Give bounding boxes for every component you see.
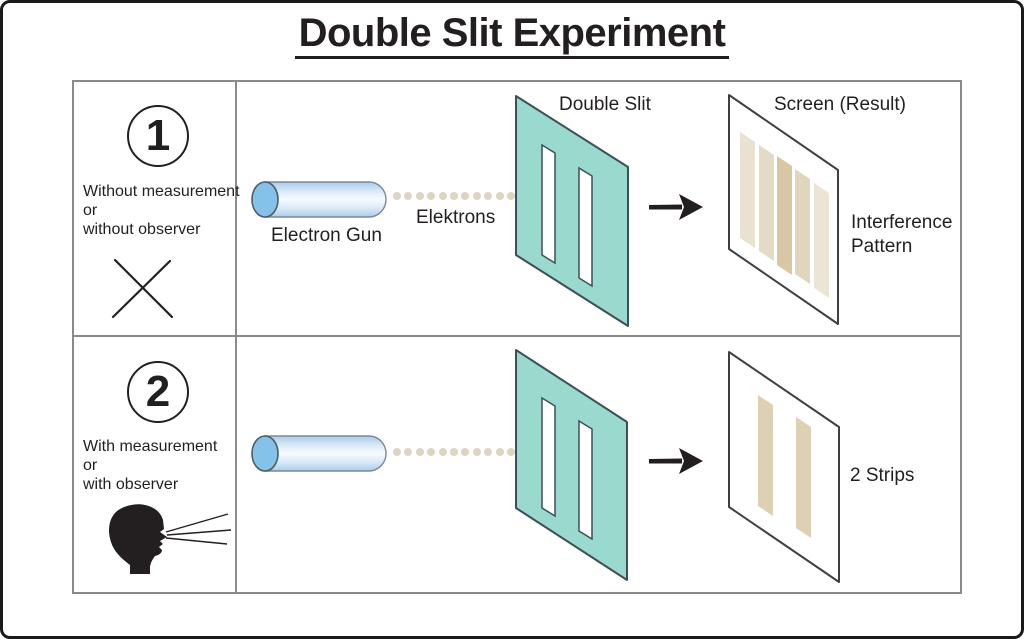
- double-slit-plate-row2: [515, 349, 628, 581]
- slit-plate: [515, 349, 628, 581]
- title-wrap: Double Slit Experiment: [3, 11, 1021, 59]
- step-number-text: 2: [145, 367, 171, 416]
- condition-row2: With measurement or with observer: [83, 437, 217, 494]
- arrow-right-icon: [649, 448, 703, 474]
- slit-opening: [541, 143, 556, 265]
- arrow-tail: [649, 458, 682, 464]
- condition-line: With measurement: [83, 438, 218, 455]
- x-mark-line: [111, 259, 172, 319]
- arrow-tail: [649, 204, 682, 210]
- electron-gun-label: Electron Gun: [271, 225, 382, 246]
- screen-row2: [728, 351, 840, 583]
- interference-strip: [740, 132, 755, 248]
- interference-strip: [777, 156, 792, 275]
- condition-line: Without measurement: [83, 183, 240, 200]
- result-strip: [796, 417, 811, 538]
- arrow-head: [679, 448, 703, 474]
- screen-result-label: Screen (Result): [774, 94, 906, 115]
- condition-line: or: [83, 202, 98, 219]
- result-strip: [758, 395, 773, 516]
- interference-strip: [795, 169, 810, 284]
- gun-cap: [251, 181, 279, 218]
- vision-lines: [165, 513, 232, 545]
- step-number-2: 2: [127, 361, 189, 423]
- observer-head-icon: [109, 504, 232, 574]
- electron-gun-row1: [251, 181, 387, 218]
- step-number-1: 1: [127, 105, 189, 167]
- two-strips-label: 2 Strips: [850, 465, 915, 486]
- gun-body: [264, 435, 387, 472]
- electron-gun-row2: [251, 435, 387, 472]
- table-grid: [72, 80, 962, 594]
- double-slit-plate-row1: [515, 95, 629, 327]
- head-silhouette: [109, 504, 167, 574]
- electron-beam-label: Elektrons: [416, 207, 496, 228]
- gun-cap: [251, 435, 279, 472]
- gun-body: [264, 181, 387, 218]
- electron-beam-row1: [393, 192, 515, 200]
- double-slit-label: Double Slit: [559, 94, 651, 115]
- arrow-right-icon: [649, 194, 703, 220]
- condition-line: with observer: [83, 476, 179, 493]
- slit-opening: [541, 396, 556, 518]
- condition-row1: Without measurement or without observer: [83, 182, 240, 239]
- arrow-head: [679, 194, 703, 220]
- interference-strip: [759, 145, 774, 261]
- condition-line: or: [83, 457, 98, 474]
- slit-opening: [578, 166, 593, 288]
- screen-plate: [728, 351, 840, 583]
- slit-opening: [578, 419, 593, 541]
- step-number-text: 1: [145, 111, 171, 160]
- diagram-canvas: [72, 80, 962, 594]
- electron-beam-row2: [393, 448, 515, 456]
- condition-line: without observer: [83, 221, 201, 238]
- x-mark-icon: [111, 258, 174, 319]
- screen-row1: [728, 94, 839, 325]
- page-title: Double Slit Experiment: [294, 11, 730, 59]
- slit-plate: [515, 95, 629, 327]
- interference-pattern-label: Interference Pattern: [851, 212, 953, 257]
- interference-strip: [814, 183, 829, 298]
